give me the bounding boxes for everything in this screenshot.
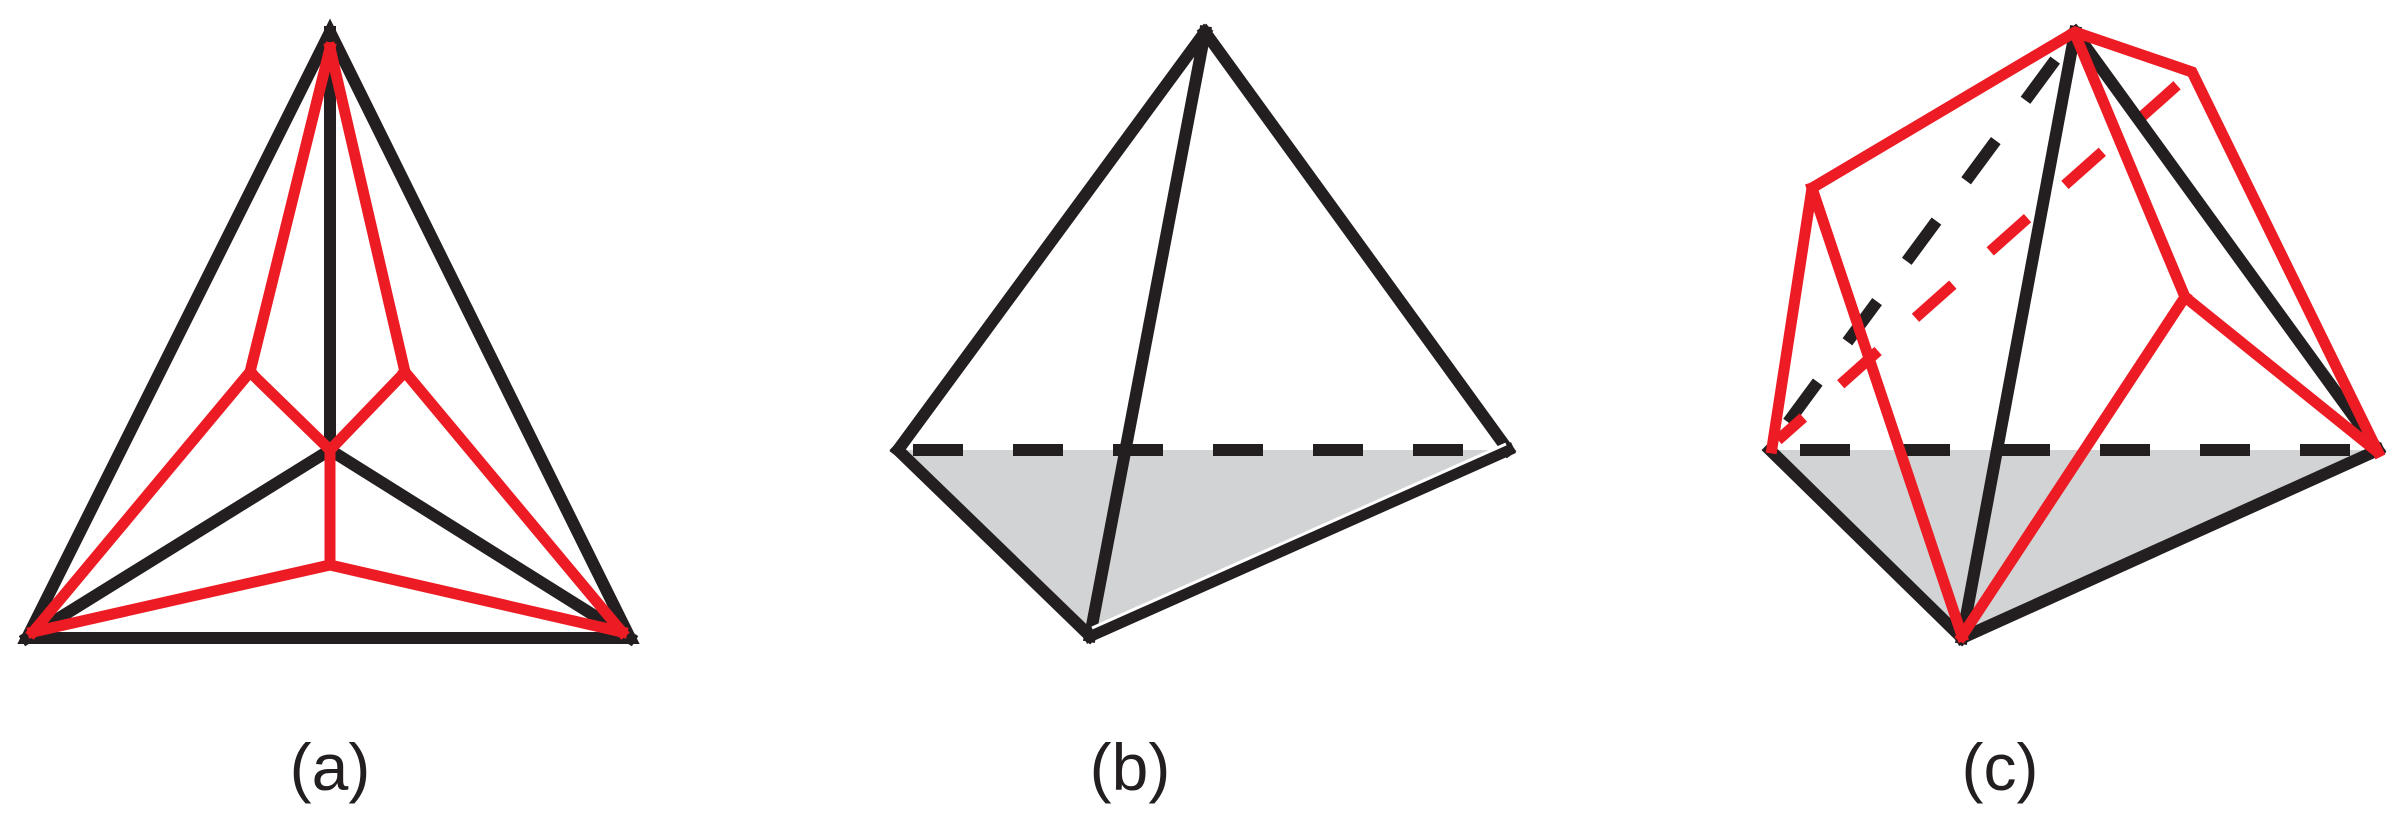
panel-c-caption: (c)	[1962, 730, 2039, 804]
panel-b-edge-left-front	[889, 441, 1099, 645]
panel-c-red-center-front	[1954, 289, 2193, 644]
panel-a-red-right-spoke	[397, 364, 630, 640]
panel-c-red-left-front	[1805, 181, 1969, 643]
panel-a-outer-triangle	[17, 18, 640, 644]
panel-a-red-bottom-right	[323, 558, 629, 639]
panel-c-edge-apex-right	[2066, 23, 2387, 459]
panel-a-caption: (a)	[290, 730, 371, 804]
panel-a-red-bottom-left	[26, 558, 337, 639]
panel-a: (a)	[17, 18, 640, 804]
panel-b-edge-apex-left	[889, 23, 1214, 459]
panel-c-hidden-back-edge	[1770, 36, 2075, 444]
panel-c-edge-apex-front	[1955, 25, 2082, 645]
panel-a-edge-right	[321, 441, 639, 647]
panel-b-edge-front-right	[1082, 442, 1516, 644]
panel-b-edge-apex-right	[1196, 23, 1517, 459]
panel-c-red-outline	[1765, 25, 2386, 460]
panel-b-edge-front-right-highlight	[1091, 442, 1507, 630]
panel-c-edge-front-right	[1954, 442, 2386, 646]
panel-a-red-left-spoke	[25, 364, 258, 640]
panel-c-edge-left-front	[1761, 441, 1971, 647]
panel-b-caption: (b)	[1090, 730, 1171, 804]
panel-a-edge-left	[18, 441, 339, 647]
panel-b-edge-apex-front	[1082, 24, 1213, 644]
panel-c: (c)	[1761, 23, 2387, 804]
panel-b: (b)	[889, 23, 1517, 804]
panel-c-red-hidden-edge	[1774, 67, 2196, 445]
